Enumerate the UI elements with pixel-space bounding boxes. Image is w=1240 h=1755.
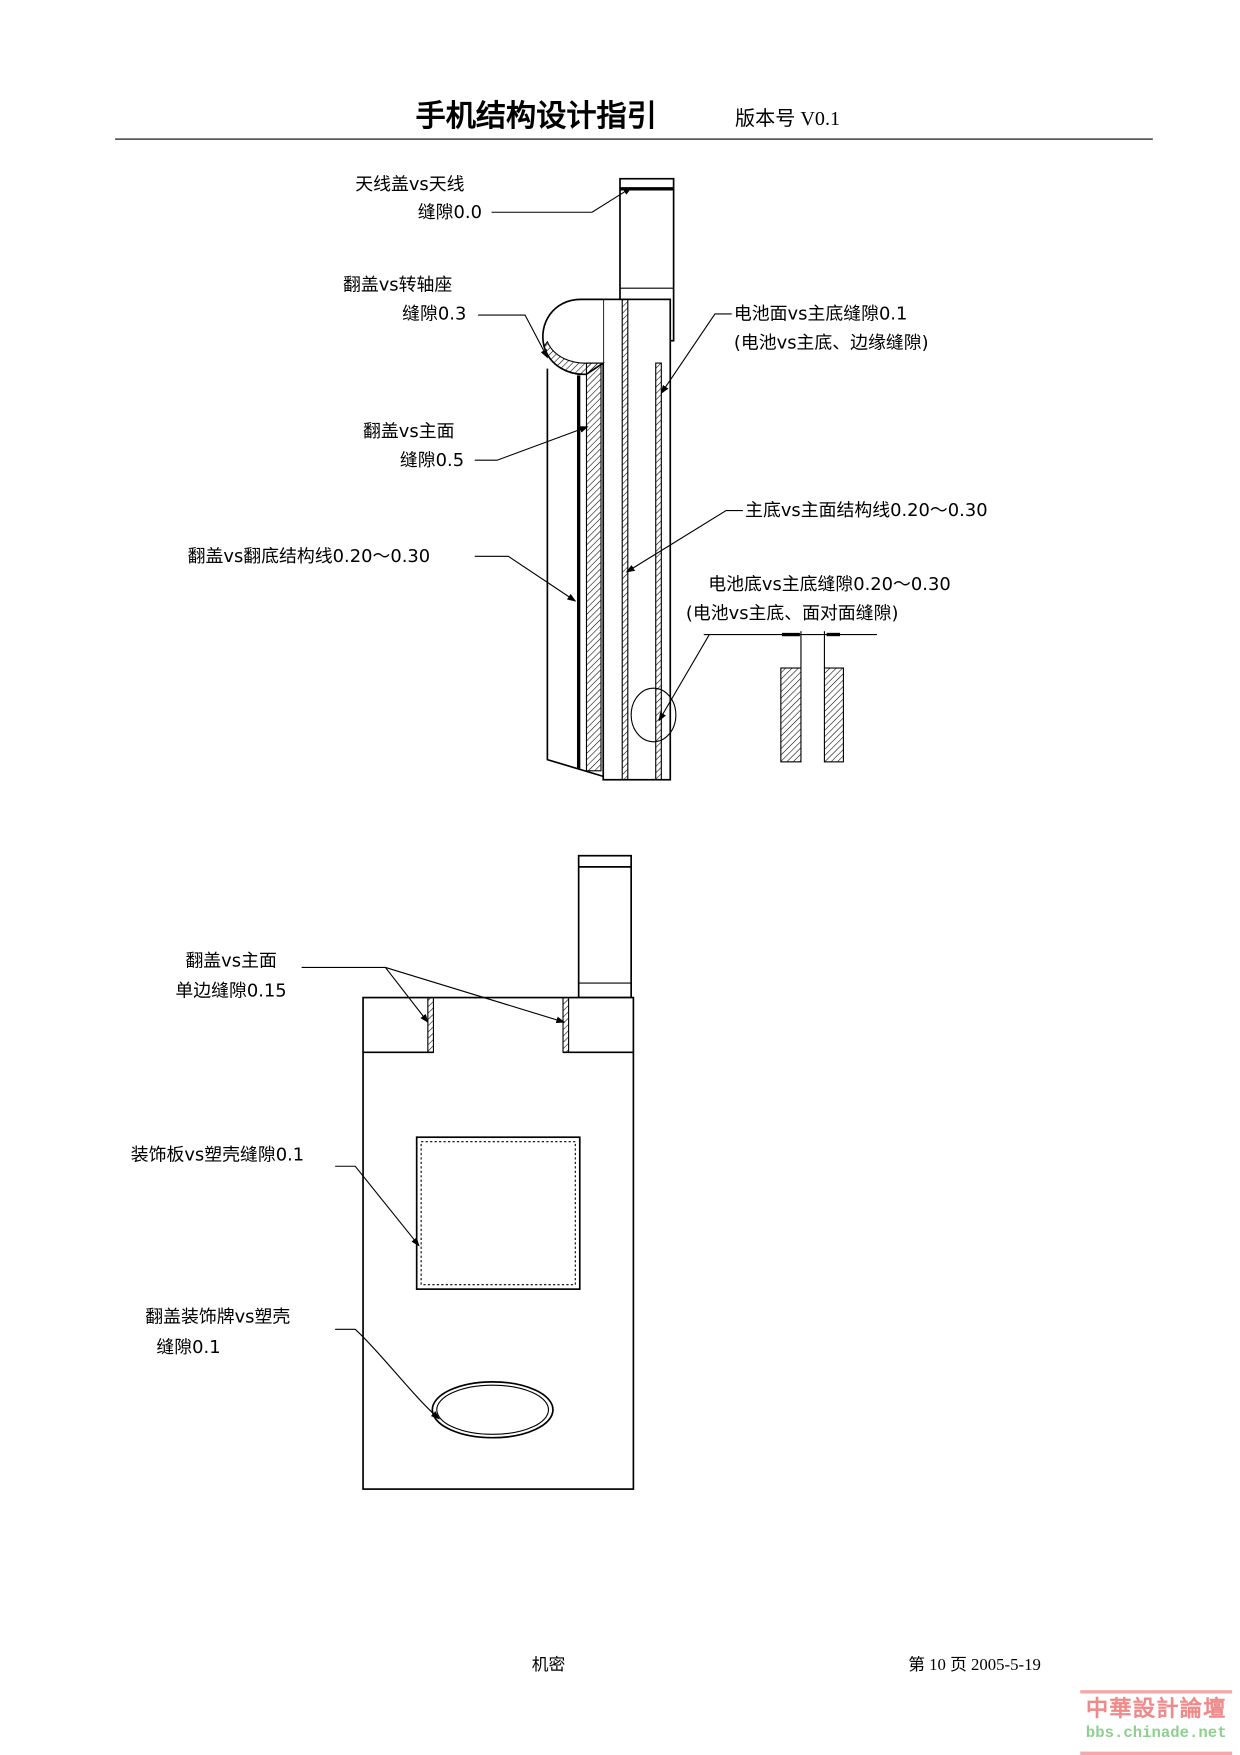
label-flip-badge: 翻盖装饰牌vs塑壳 — [145, 1305, 291, 1328]
label-flip-hinge: 翻盖vs转轴座 — [342, 273, 453, 295]
label-flip-face-side-gap: 单边缝隙0.15 — [175, 979, 287, 1001]
label-flip-badge-gap: 缝隙0.1 — [156, 1336, 221, 1358]
label-flip-face-side: 翻盖vs主面 — [185, 949, 277, 971]
label-antenna-cover: 天线盖vs天线 — [355, 173, 465, 195]
label-battery-bottom-note: (电池vs主底、面对面缝隙) — [685, 602, 899, 624]
label-flip-face: 翻盖vs主面 — [363, 420, 455, 442]
footer-page-date: 第 10 页 2005-5-19 — [908, 1656, 1041, 1675]
watermark-url: bbs.chinade.net — [1085, 1724, 1227, 1743]
label-flip-face-gap: 缝隙0.5 — [399, 449, 465, 471]
document-title: 手机结构设计指引 — [415, 99, 657, 135]
watermark-title: 中華設計論壇 — [1085, 1694, 1227, 1722]
footer-confidential: 机密 — [531, 1656, 566, 1675]
label-base-face: 主底vs主面结构线0.20～0.30 — [745, 499, 988, 521]
label-battery-face: 电池面vs主底缝隙0.1 — [733, 302, 908, 324]
label-deco-panel: 装饰板vs塑壳缝隙0.1 — [130, 1143, 305, 1166]
label-flip-hinge-gap: 缝隙0.3 — [402, 302, 467, 324]
label-battery-bottom: 电池底vs主底缝隙0.20～0.30 — [708, 573, 951, 595]
label-battery-face-note: (电池vs主底、边缘缝隙) — [733, 331, 929, 354]
front-view-drawing — [301, 854, 635, 1490]
label-flip-base: 翻盖vs翻底结构线0.20～0.30 — [187, 545, 431, 567]
watermark-logo: 中華設計論壇 bbs.chinade.net — [1080, 1690, 1233, 1755]
version-number: 版本号 V0.1 — [735, 107, 841, 130]
label-antenna-gap: 缝隙0.0 — [417, 201, 482, 223]
header-divider — [115, 138, 1153, 140]
side-view-drawing — [474, 177, 877, 781]
